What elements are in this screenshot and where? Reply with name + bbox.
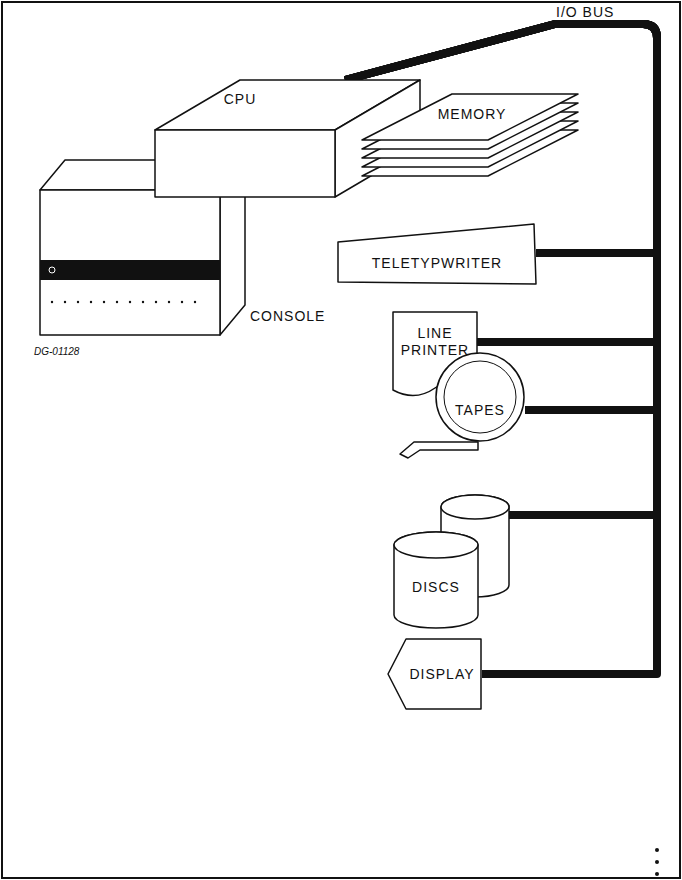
teletypewriter-shape-outline bbox=[338, 222, 536, 284]
device-label: DISCS bbox=[412, 579, 460, 596]
device-label: TELETYPWRITER bbox=[372, 255, 502, 272]
disc-drives-outline bbox=[390, 487, 520, 629]
disc-drives: DISCS bbox=[390, 487, 520, 629]
bus-label: I/O BUS bbox=[556, 4, 614, 20]
memory-stack: MEMORY bbox=[360, 92, 580, 204]
io-bus-line bbox=[345, 24, 657, 342]
drawing-number: DG-01128 bbox=[34, 346, 79, 357]
tape-reel: TAPES bbox=[400, 350, 525, 462]
device-label: MEMORY bbox=[438, 106, 507, 123]
device-label: TAPES bbox=[455, 402, 505, 419]
device-label: CPU bbox=[224, 91, 257, 108]
device-label: DISPLAY bbox=[409, 666, 474, 683]
teletypewriter-shape: TELETYPWRITER bbox=[338, 222, 536, 284]
device-label: CONSOLE bbox=[250, 308, 325, 325]
io-bus-line bbox=[345, 24, 657, 253]
display-shape: DISPLAY bbox=[388, 638, 482, 710]
device-label: LINE PRINTER bbox=[400, 325, 470, 359]
